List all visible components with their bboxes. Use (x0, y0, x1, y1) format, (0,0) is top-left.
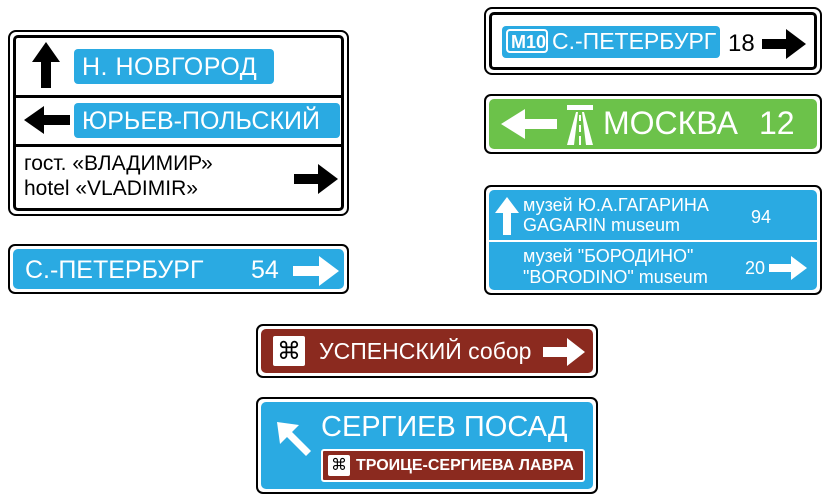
arrow-right-icon (769, 256, 807, 280)
distance-label: 54 (251, 256, 279, 284)
divider (13, 144, 344, 147)
route-box: М10 С.-ПЕТЕРБУРГ (502, 26, 720, 58)
divider (489, 240, 817, 242)
sign-museums: музей Ю.А.ГАГАРИНА GAGARIN museum 94 муз… (484, 185, 822, 295)
museum-label-en: GAGARIN museum (523, 215, 681, 235)
distance-label: 94 (751, 207, 772, 227)
destination-box: ЮРЬЕВ-ПОЛЬСКИЙ (74, 103, 340, 138)
destination-label: МОСКВА (603, 105, 738, 141)
arrow-right-icon (293, 256, 339, 286)
divider (13, 95, 344, 98)
destination-label: С.-ПЕТЕРБУРГ (552, 28, 717, 54)
sign-sergiev-posad: СЕРГИЕВ ПОСАД ⌘ ТРОИЦЕ-СЕРГИЕВА ЛАВРА (256, 397, 598, 494)
hotel-label-en: hotel «VLADIMIR» (24, 177, 198, 200)
arrow-right-icon (543, 338, 585, 366)
arrow-left-icon (24, 106, 70, 134)
route-number-badge: М10 (506, 29, 548, 53)
destination-label: УСПЕНСКИЙ собор (319, 338, 532, 364)
arrow-right-icon (294, 164, 338, 194)
arrow-left-icon (501, 109, 557, 139)
museum-label-ru: музей "БОРОДИНО" (523, 246, 694, 266)
arrow-right-icon (762, 29, 806, 59)
sub-destination-label: ТРОИЦЕ-СЕРГИЕВА ЛАВРА (356, 457, 574, 474)
sign-novgorod: Н. НОВГОРОД ЮРЬЕВ-ПОЛЬСКИЙ гост. «ВЛАДИМ… (8, 30, 349, 216)
destination-label: ЮРЬЕВ-ПОЛЬСКИЙ (82, 107, 320, 135)
sign-moskva: МОСКВА 12 (484, 94, 822, 154)
landmark-icon: ⌘ (328, 455, 350, 476)
sign-spb-54: С.-ПЕТЕРБУРГ 54 (8, 244, 349, 294)
motorway-icon (567, 105, 593, 145)
museum-label-ru: музей Ю.А.ГАГАРИНА (523, 195, 709, 215)
arrow-up-left-icon (277, 422, 311, 456)
hotel-label-ru: гост. «ВЛАДИМИР» (24, 152, 213, 175)
landmark-icon: ⌘ (273, 336, 305, 366)
distance-label: 12 (759, 105, 795, 141)
arrow-up-icon (495, 197, 519, 235)
destination-label: Н. НОВГОРОД (82, 53, 258, 81)
museum-label-en: "BORODINO" museum (523, 267, 708, 287)
route-number: М10 (511, 32, 547, 52)
sub-destination-box: ⌘ ТРОИЦЕ-СЕРГИЕВА ЛАВРА (321, 449, 585, 482)
distance-label: 20 (745, 258, 766, 278)
destination-label: СЕРГИЕВ ПОСАД (321, 411, 568, 443)
destination-box: Н. НОВГОРОД (74, 49, 274, 84)
sign-uspensky: ⌘ УСПЕНСКИЙ собор (256, 324, 598, 378)
destination-label: С.-ПЕТЕРБУРГ (25, 256, 204, 284)
arrow-up-icon (32, 42, 60, 88)
distance-label: 18 (728, 30, 755, 57)
sign-m10: М10 С.-ПЕТЕРБУРГ 18 (484, 7, 822, 75)
